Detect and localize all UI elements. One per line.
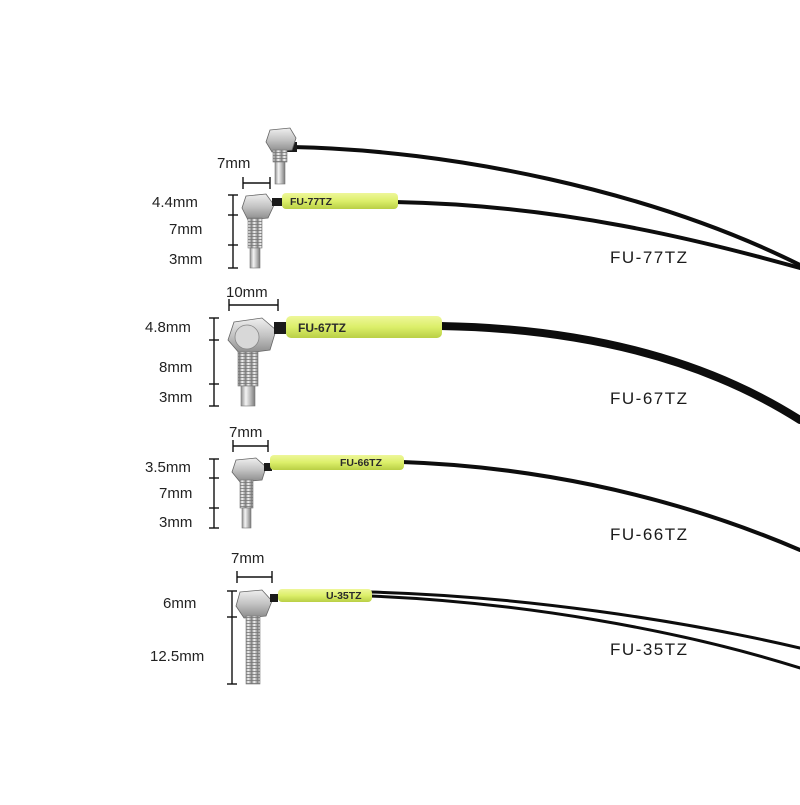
tube-text: U-35TZ [326,590,362,602]
height-label-bottom: 3mm [169,251,202,268]
height-label-top: 3.5mm [145,459,191,476]
tube-text: FU-66TZ [340,457,383,469]
width-label: 7mm [229,424,262,441]
label-tube: FU-77TZ [282,193,398,209]
height-dimensions: 4.4mm 7mm 3mm [152,194,238,269]
tube-text: FU-77TZ [290,196,333,208]
width-dimension: 7mm [217,155,271,189]
sensor-head-lower [241,193,282,269]
label-tube: FU-66TZ [270,455,404,470]
cable-upper [290,145,800,267]
sensor-fu-67tz: FU-67TZ 10mm 4.8mm 8mm 3mm FU-67TZ [145,284,800,424]
height-label-bottom: 3mm [159,514,192,531]
height-label-bottom: 3mm [159,389,192,406]
height-label-bottom: 12.5mm [150,648,204,665]
height-label-mid: 8mm [159,359,192,376]
height-dimensions: 6mm 12.5mm [150,590,237,685]
height-label-mid: 7mm [169,221,202,238]
sensor-head [227,317,286,407]
label-tube: U-35TZ [278,589,372,602]
height-dimensions: 3.5mm 7mm 3mm [145,458,219,531]
sensor-head-upper [265,127,297,185]
width-label: 10mm [226,284,268,301]
width-dimension: 10mm [226,284,279,311]
watermark-text [590,520,598,545]
width-label: 7mm [231,550,264,567]
width-dimension: 7mm [229,424,269,452]
width-dimension: 7mm [231,550,273,583]
height-label-top: 6mm [163,595,196,612]
model-label: FU-66TZ [610,525,689,544]
cable-lower [393,200,800,270]
cable [400,460,800,552]
tube-text: FU-67TZ [298,321,346,335]
sensor-head [235,589,278,685]
height-dimensions: 4.8mm 8mm 3mm [145,317,219,407]
cable-lower [368,594,800,670]
height-label-mid: 7mm [159,485,192,502]
width-label: 7mm [217,155,250,172]
sensor-fu-35tz: U-35TZ 7mm 6mm 12.5mm FU-35TZ [150,550,800,685]
sensor-head [231,457,272,529]
model-label: FU-77TZ [610,248,689,267]
sensor-fu-66tz: FU-66TZ 7mm 3.5mm 7mm 3mm FU-66TZ [145,424,800,552]
cable-upper [368,590,800,650]
height-label-top: 4.8mm [145,319,191,336]
model-label: FU-67TZ [610,389,689,408]
sensor-fu-77tz: FU-77TZ 7mm 4.4mm 7mm 3mm FU-77TZ [152,127,800,270]
height-label-top: 4.4mm [152,194,198,211]
label-tube: FU-67TZ [286,316,442,338]
model-label: FU-35TZ [610,640,689,659]
cable [436,322,800,424]
